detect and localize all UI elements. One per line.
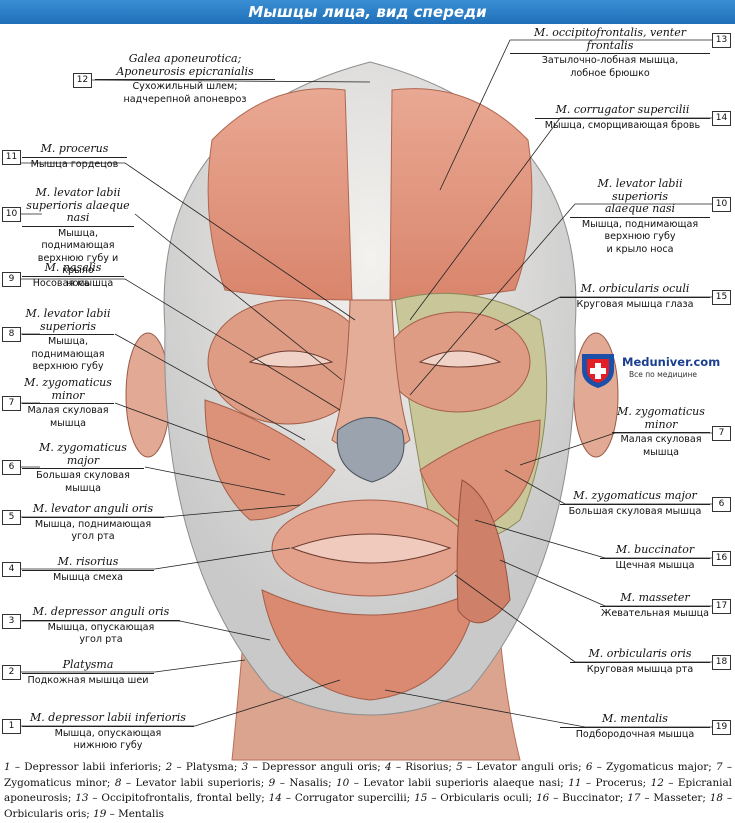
legend-number: 15 bbox=[414, 792, 428, 804]
legend-number: 8 bbox=[114, 776, 122, 789]
legend-term: – Levator anguli oris; bbox=[462, 761, 586, 773]
legend-term: – Platysma; bbox=[172, 761, 242, 773]
legend-number: 18 bbox=[709, 792, 723, 804]
label-depressor-anguli: M. depressor anguli oris Мышца, опускающ… bbox=[22, 605, 180, 647]
legend-term: – Orbicularis oris; bbox=[4, 792, 733, 820]
logo-name: Meduniver.com bbox=[622, 355, 721, 369]
label-zygomaticus-major-left: M. zygomaticus major Большая скуловая мы… bbox=[22, 441, 144, 495]
label-levator-labii: M. levator labii superioris Мышца, подни… bbox=[22, 307, 114, 374]
number-box: 6 bbox=[2, 460, 21, 475]
number-box: 6 bbox=[712, 497, 731, 512]
legend-number: 14 bbox=[268, 792, 282, 804]
legend-number: 5 bbox=[456, 761, 463, 773]
legend-term: – Masseter; bbox=[640, 792, 710, 804]
number-box: 12 bbox=[73, 73, 92, 88]
number-box: 17 bbox=[712, 599, 731, 614]
number-box: 13 bbox=[712, 33, 731, 48]
legend-number: 6 bbox=[585, 761, 593, 773]
number-box: 19 bbox=[712, 720, 731, 735]
label-occipitofrontalis: M. occipitofrontalis, venter frontalis З… bbox=[510, 26, 710, 80]
legend-number: 16 bbox=[536, 792, 550, 804]
number-box: 2 bbox=[2, 665, 21, 680]
legend-number: 10 bbox=[336, 776, 350, 789]
number-box: 8 bbox=[2, 327, 21, 342]
legend-term: – Risorius; bbox=[391, 761, 457, 773]
number-box: 10 bbox=[2, 207, 21, 222]
legend-term: – Corrugator supercilii; bbox=[281, 792, 415, 804]
legend-term: – Zygomaticus major; bbox=[592, 761, 716, 773]
number-box: 10 bbox=[712, 197, 731, 212]
legend-number: 12 bbox=[650, 776, 664, 789]
number-box: 1 bbox=[2, 719, 21, 734]
number-box: 3 bbox=[2, 614, 21, 629]
legend-term: – Buccinator; bbox=[549, 792, 628, 804]
number-box: 15 bbox=[712, 290, 731, 305]
legend: 1 – Depressor labii inferioris; 2 – Plat… bbox=[4, 760, 732, 822]
meduniver-logo[interactable]: Meduniver.com Все по медицине bbox=[578, 350, 721, 390]
legend-term: – Orbicularis oculi; bbox=[427, 792, 537, 804]
page-title: Мышцы лица, вид спереди bbox=[0, 0, 735, 24]
legend-number: 19 bbox=[93, 807, 107, 820]
legend-number: 7 bbox=[715, 761, 723, 773]
legend-term: – Levator labii superioris alaeque nasi; bbox=[349, 776, 569, 789]
legend-term: – Zygomaticus minor; bbox=[4, 761, 733, 789]
number-box: 7 bbox=[712, 426, 731, 441]
legend-term: – Occipitofrontalis, frontal belly; bbox=[88, 792, 269, 804]
number-box: 11 bbox=[2, 150, 21, 165]
legend-number: 11 bbox=[568, 776, 582, 789]
number-box: 5 bbox=[2, 510, 21, 525]
legend-number: 1 bbox=[4, 761, 11, 773]
label-levator-alaeque-left: M. levator labii superioris alaeque nasi… bbox=[22, 186, 134, 290]
label-levator-alaeque-right: M. levator labii superioris alaeque nasi… bbox=[570, 177, 710, 256]
legend-term: – Nasalis; bbox=[275, 776, 337, 789]
label-zygomaticus-minor-right: M. zygomaticus minor Малая скуловая мышц… bbox=[612, 405, 710, 459]
legend-number: 17 bbox=[627, 792, 641, 804]
number-box: 4 bbox=[2, 562, 21, 577]
shield-cross-icon bbox=[582, 354, 614, 388]
legend-number: 2 bbox=[165, 761, 173, 773]
legend-term: – Procerus; bbox=[581, 776, 651, 789]
label-depressor-labii: M. depressor labii inferioris Мышца, опу… bbox=[22, 711, 194, 753]
legend-number: 13 bbox=[75, 792, 89, 804]
label-galea: Galea aponeurotica; Aponeurosis epicrani… bbox=[95, 52, 275, 106]
legend-term: – Epicranial aponeurosis; bbox=[4, 776, 732, 805]
legend-term: – Levator labii superioris; bbox=[121, 776, 269, 789]
label-zygomaticus-minor-left: M. zygomaticus minor Малая скуловая мышц… bbox=[22, 376, 114, 430]
number-box: 9 bbox=[2, 272, 21, 287]
legend-number: 9 bbox=[268, 776, 276, 789]
number-box: 14 bbox=[712, 111, 731, 126]
number-box: 16 bbox=[712, 551, 731, 566]
legend-term: – Mentalis bbox=[106, 807, 164, 820]
number-box: 7 bbox=[2, 396, 21, 411]
legend-number: 3 bbox=[241, 761, 249, 773]
legend-term: – Depressor anguli oris; bbox=[248, 761, 385, 773]
logo-tagline: Все по медицине bbox=[629, 370, 697, 379]
number-box: 18 bbox=[712, 655, 731, 670]
legend-term: – Depressor labii inferioris; bbox=[10, 761, 166, 773]
label-levator-anguli: M. levator anguli oris Мышца, поднимающа… bbox=[22, 502, 164, 544]
legend-number: 4 bbox=[384, 761, 392, 773]
